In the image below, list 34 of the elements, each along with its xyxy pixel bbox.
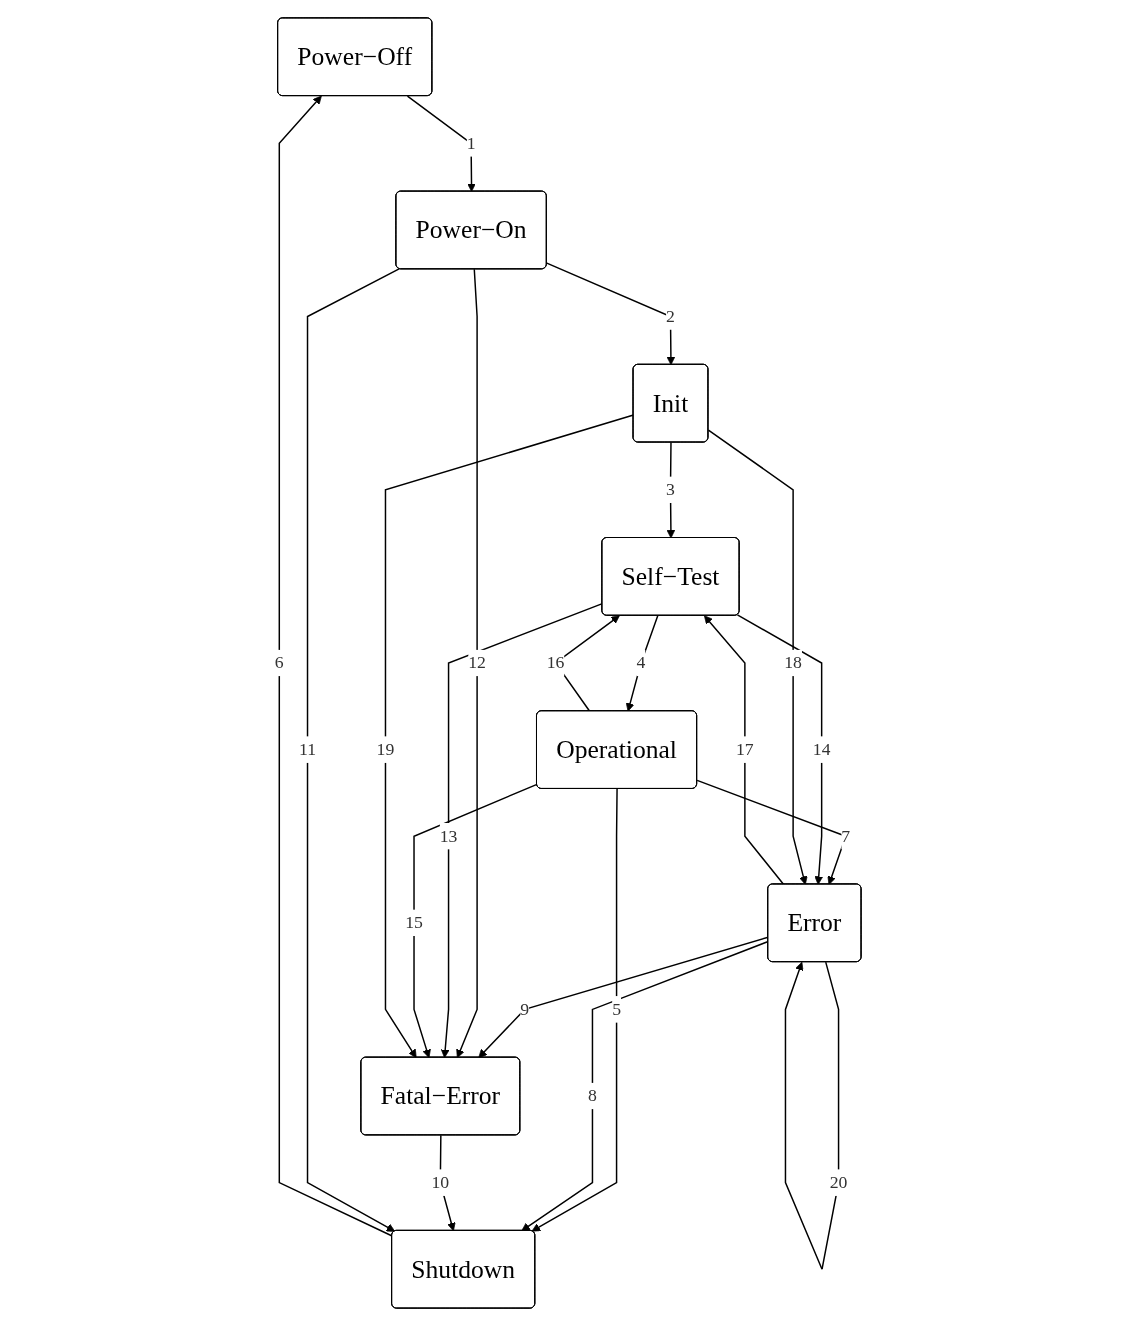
edge-label: 16 <box>546 652 564 673</box>
arrow <box>455 268 478 1059</box>
edge-label: 12 <box>467 652 486 673</box>
edge-label: 6 <box>274 652 284 673</box>
edge-label: 1 <box>466 133 476 153</box>
edge-label: 4 <box>636 652 645 673</box>
edge-label: 20 <box>829 1172 847 1192</box>
arrow <box>531 788 618 1232</box>
edge-label: 17 <box>735 739 754 759</box>
arrow <box>278 95 393 1237</box>
edge-label: 11 <box>298 739 316 759</box>
edge-label: 18 <box>783 652 802 673</box>
edge-label: 8 <box>587 1085 597 1106</box>
arrow <box>406 95 476 192</box>
arrow <box>440 602 603 1059</box>
arrow <box>736 614 823 885</box>
arrow <box>306 268 400 1232</box>
edge-label: 9 <box>519 999 529 1019</box>
edge-label: 10 <box>431 1172 449 1192</box>
arrow <box>625 615 658 712</box>
edge-label: 2 <box>665 306 675 326</box>
arrow <box>477 936 769 1059</box>
arrow <box>707 429 808 885</box>
arrow <box>545 262 675 366</box>
arrow <box>520 940 769 1232</box>
edge-label: 13 <box>439 825 457 846</box>
edge-label: 3 <box>665 479 675 500</box>
edge-label: 5 <box>611 999 621 1019</box>
edge-label: 7 <box>840 825 850 846</box>
arrow <box>384 414 634 1059</box>
arrow <box>412 783 538 1059</box>
edge-label: 19 <box>376 739 394 759</box>
edge-label: 15 <box>404 912 423 933</box>
edge-label: 14 <box>812 739 831 759</box>
